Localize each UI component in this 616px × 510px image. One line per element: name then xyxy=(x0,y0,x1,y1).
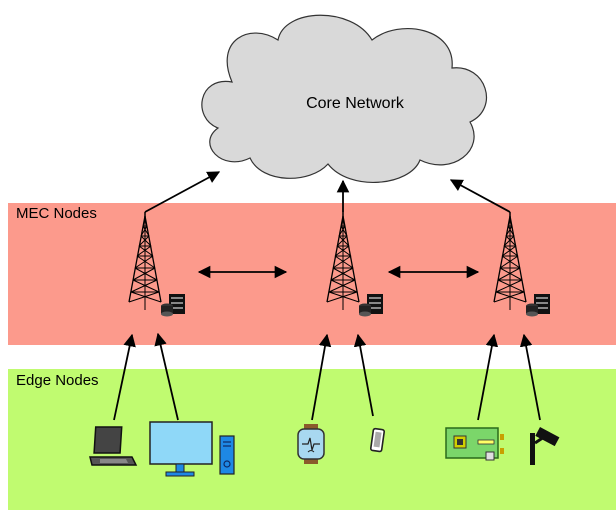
arrow-tower3-to-core xyxy=(449,179,511,213)
arrow-phone-to-tower xyxy=(353,333,374,417)
edge-nodes-label: Edge Nodes xyxy=(16,372,99,389)
smartphone-icon xyxy=(369,427,386,453)
core-network-cloud xyxy=(201,14,488,183)
mec-nodes-label: MEC Nodes xyxy=(16,205,97,222)
core-network-label: Core Network xyxy=(306,95,404,112)
arrow-camera-to-tower xyxy=(519,333,541,421)
desktop-computer-icon xyxy=(149,421,235,477)
smartwatch-icon xyxy=(297,424,325,464)
laptop-icon xyxy=(89,426,138,466)
circuit-board-icon xyxy=(445,427,504,461)
arrow-tower1-to-core xyxy=(144,171,221,213)
arrow-watch-to-tower xyxy=(311,333,332,421)
arrow-board-to-tower xyxy=(477,333,499,421)
security-camera-icon xyxy=(530,427,560,465)
arrow-desktop-to-tower xyxy=(154,332,179,421)
arrow-laptop-to-tower xyxy=(113,333,136,421)
mec-nodes-zone xyxy=(8,203,616,345)
